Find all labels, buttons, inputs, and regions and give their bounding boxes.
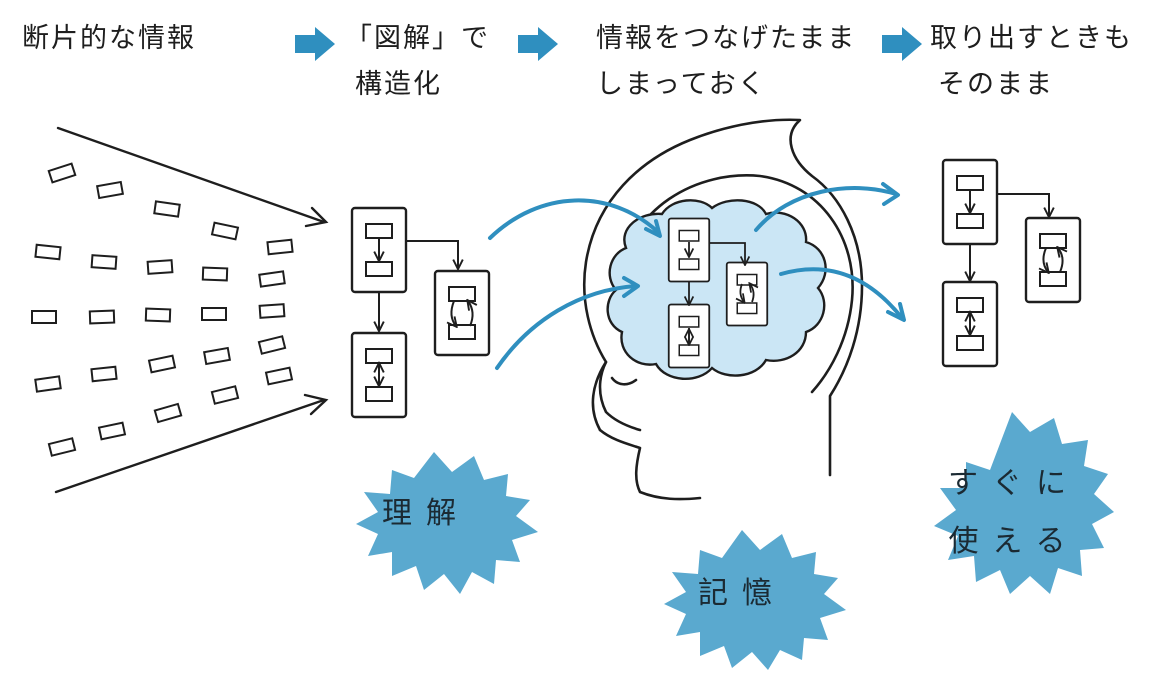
badge-understand (356, 452, 538, 594)
flow-arrow-icon (295, 27, 922, 61)
badge-label: 記憶 (698, 568, 786, 612)
fragment-cards (31, 162, 294, 457)
brain-icon (606, 199, 827, 381)
badge-line: すぐに (948, 466, 1080, 501)
flowchart-icon (941, 158, 1082, 368)
badge-ready-to-use (934, 412, 1114, 594)
step-label: 断片的な情報 (22, 23, 196, 54)
step-label: 構造化 (355, 69, 442, 100)
badge-line: 記憶 (698, 576, 786, 611)
flowchart-icon (350, 206, 491, 419)
badge-remember (664, 530, 846, 670)
step-label: しまっておく (596, 69, 767, 100)
flow-arrow-icon (488, 182, 906, 370)
badge-label: すぐに 使える (948, 455, 1080, 571)
step-retrieve-as-is: 取り出すときも そのまま (930, 16, 1133, 108)
badge-line: 理解 (382, 496, 470, 531)
step-label: そのまま (938, 69, 1054, 100)
step-structure-with-diagram: 「図解」で 構造化 (345, 16, 490, 108)
funnel-lines (54, 126, 329, 494)
step-fragmented-info: 断片的な情報 (22, 16, 196, 62)
step-label: 取り出すときも (930, 23, 1133, 54)
step-label: 情報をつなげたまま (596, 23, 857, 54)
badge-label: 理解 (382, 488, 470, 532)
badge-line: 使える (948, 524, 1080, 559)
step-label: 「図解」で (345, 23, 490, 54)
step-store-connected: 情報をつなげたまま しまっておく (596, 16, 856, 108)
